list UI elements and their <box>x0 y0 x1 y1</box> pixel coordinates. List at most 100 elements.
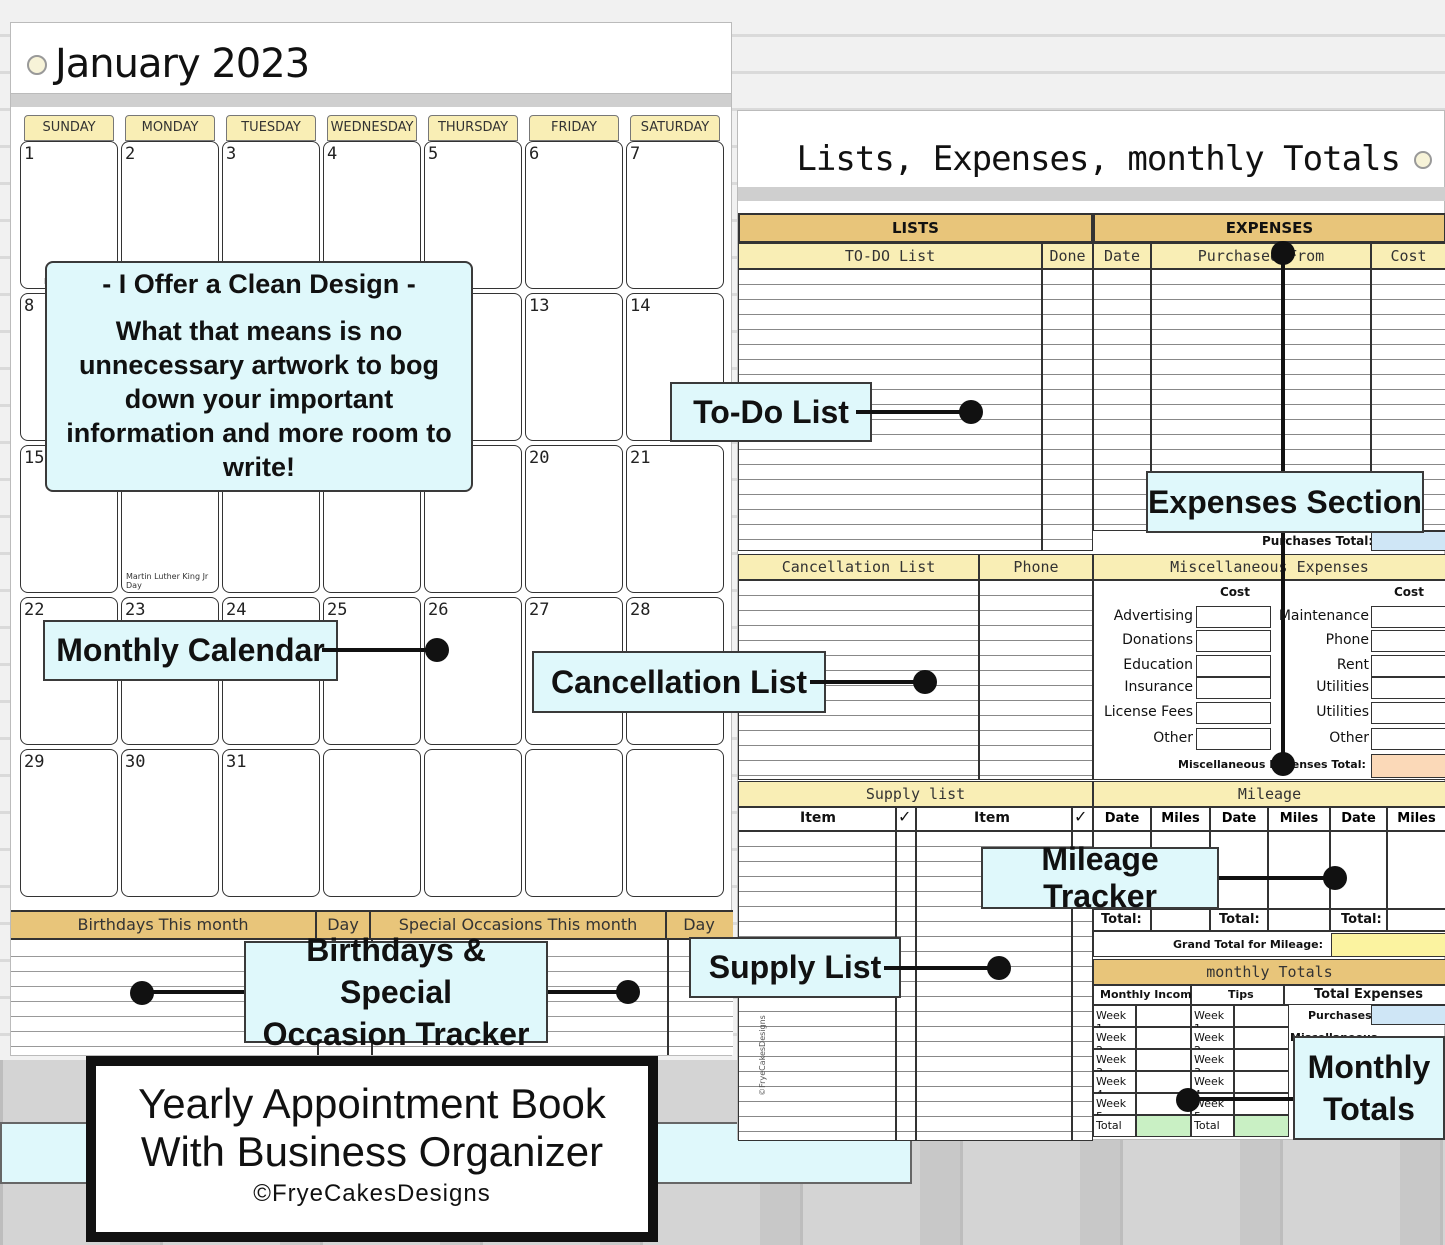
calendar-day-cell[interactable] <box>525 749 623 897</box>
misc-expense-label: Advertising <box>1113 608 1193 624</box>
income-value-field[interactable] <box>1136 1071 1191 1093</box>
birthdays-header: Birthdays This month <box>11 912 317 938</box>
mileage-total-cell[interactable] <box>1387 909 1445 931</box>
misc-cost-field[interactable] <box>1371 728 1445 750</box>
monthly-totals-callout-line-1: Monthly <box>1307 1049 1431 1085</box>
tips-header-cell <box>1191 985 1284 1005</box>
misc-cost-field[interactable] <box>1196 702 1271 724</box>
calendar-day-cell[interactable]: 30 <box>121 749 219 897</box>
mileage-column-header: Miles <box>1151 807 1210 831</box>
week-label-cell: Week 1 <box>1191 1005 1234 1035</box>
purchases-summary-field[interactable] <box>1371 1005 1445 1025</box>
occasion-day-header: Day <box>683 915 715 934</box>
tips-value-field[interactable] <box>1234 1049 1289 1071</box>
tips-value-field[interactable] <box>1234 1027 1289 1049</box>
tips-value-field[interactable] <box>1234 1005 1289 1027</box>
monthly-totals-callout-line-2: Totals <box>1323 1091 1415 1127</box>
mileage-total-cell[interactable] <box>1210 909 1268 931</box>
misc-cost-field[interactable] <box>1196 630 1271 652</box>
mileage-total: Total: <box>1219 912 1260 927</box>
week-label-cell: Week 2 <box>1093 1027 1136 1057</box>
connector-line <box>548 990 628 994</box>
misc-cost-field[interactable] <box>1196 728 1271 750</box>
purchases-total-field[interactable] <box>1371 531 1445 551</box>
calendar-day-cell[interactable] <box>424 749 522 897</box>
calendar-day-cell[interactable]: 13 <box>525 293 623 441</box>
calendar-day-cell[interactable]: 26 <box>424 597 522 745</box>
tips-value-field[interactable] <box>1234 1115 1289 1137</box>
misc-cost-field[interactable] <box>1371 655 1445 677</box>
mileage-column[interactable] <box>1330 831 1387 909</box>
income-value-field[interactable] <box>1136 1049 1191 1071</box>
week-label-cell: Week 3 <box>1191 1049 1234 1079</box>
mileage-column[interactable] <box>1387 831 1445 909</box>
misc-cost-field[interactable] <box>1371 702 1445 724</box>
misc-cost-field[interactable] <box>1196 677 1271 699</box>
connector-line <box>810 680 924 684</box>
expense-row-label: Purchases <box>1308 1009 1372 1022</box>
monthly-income-header: Monthly Income <box>1100 988 1200 1001</box>
misc-cost-field[interactable] <box>1371 606 1445 628</box>
clean-design-title: - I Offer a Clean Design - <box>102 269 416 299</box>
calendar-day-cell[interactable]: 20 <box>525 445 623 593</box>
grand-total-field[interactable] <box>1331 933 1445 957</box>
mileage-column[interactable] <box>1268 831 1330 909</box>
calendar-day-cell[interactable]: 31 <box>222 749 320 897</box>
tips-value-field[interactable] <box>1234 1071 1289 1093</box>
week-label-cell: Week 1 <box>1093 1005 1136 1035</box>
connector-line <box>1188 1097 1293 1101</box>
calendar-day-cell[interactable]: 6 <box>525 141 623 289</box>
mileage-column-header: Miles <box>1268 807 1330 831</box>
mileage-total-cell[interactable] <box>1151 909 1210 931</box>
misc-expense-label: Insurance <box>1124 679 1193 695</box>
calendar-day-cell[interactable]: 7 <box>626 141 724 289</box>
clean-design-callout: - I Offer a Clean Design - What that mea… <box>45 261 473 492</box>
monthly-totals-header: monthly Totals <box>1093 959 1445 985</box>
check-header-cell <box>1072 807 1093 831</box>
connector-dot <box>913 670 937 694</box>
item-header-cell <box>916 807 1072 831</box>
misc-cost-field[interactable] <box>1371 677 1445 699</box>
date-number: 31 <box>226 752 247 772</box>
holiday-note: Martin Luther King Jr Day <box>126 572 209 590</box>
title-circle-icon <box>27 55 47 75</box>
date-number: 2 <box>125 144 136 164</box>
connector-dot <box>425 638 449 662</box>
date-number: 1 <box>24 144 35 164</box>
misc-total-field[interactable] <box>1371 754 1445 778</box>
misc-cost-field[interactable] <box>1196 606 1271 628</box>
date-number: 15 <box>24 448 45 468</box>
week-label-cell: Total <box>1093 1115 1136 1137</box>
misc-cost-field[interactable] <box>1371 630 1445 652</box>
mileage-total-cell[interactable] <box>1093 909 1151 931</box>
total-expenses-header-cell <box>1284 985 1445 1005</box>
mileage-total-cell[interactable] <box>1330 909 1387 931</box>
calendar-day-cell[interactable] <box>626 749 724 897</box>
title-circle-icon <box>1414 151 1432 169</box>
connector-line <box>1219 876 1334 880</box>
purchases-total-label: Purchases Total: <box>1262 534 1374 548</box>
mileage-callout: Mileage Tracker <box>981 841 1219 914</box>
day-header: FRIDAY <box>529 115 619 141</box>
calendar-day-cell[interactable] <box>323 749 421 897</box>
mileage-total-cell[interactable] <box>1268 909 1330 931</box>
supply-list-callout: Supply List <box>689 937 901 998</box>
income-value-field[interactable] <box>1136 1115 1191 1137</box>
banner-band-left <box>0 1122 88 1184</box>
income-value-field[interactable] <box>1136 1005 1191 1027</box>
connector-line <box>142 990 244 994</box>
misc-cost-field[interactable] <box>1196 655 1271 677</box>
week-label-cell: Week 5 <box>1093 1093 1136 1123</box>
credit-text: ©FryeCakesDesigns <box>253 1180 491 1207</box>
cancellation-callout: Cancellation List <box>532 651 826 713</box>
birthdays-callout-line-2: Occasion Tracker <box>262 1016 530 1052</box>
misc-expense-label: Utilities <box>1316 679 1369 695</box>
date-number: 4 <box>327 144 338 164</box>
income-value-field[interactable] <box>1136 1027 1191 1049</box>
calendar-day-cell[interactable]: 21 <box>626 445 724 593</box>
date-number: 7 <box>630 144 641 164</box>
calendar-day-cell[interactable]: 29 <box>20 749 118 897</box>
misc-expense-label: Other <box>1153 730 1193 746</box>
monthly-totals-callout: Monthly Totals <box>1293 1036 1445 1140</box>
tips-header: Tips <box>1228 988 1254 1001</box>
